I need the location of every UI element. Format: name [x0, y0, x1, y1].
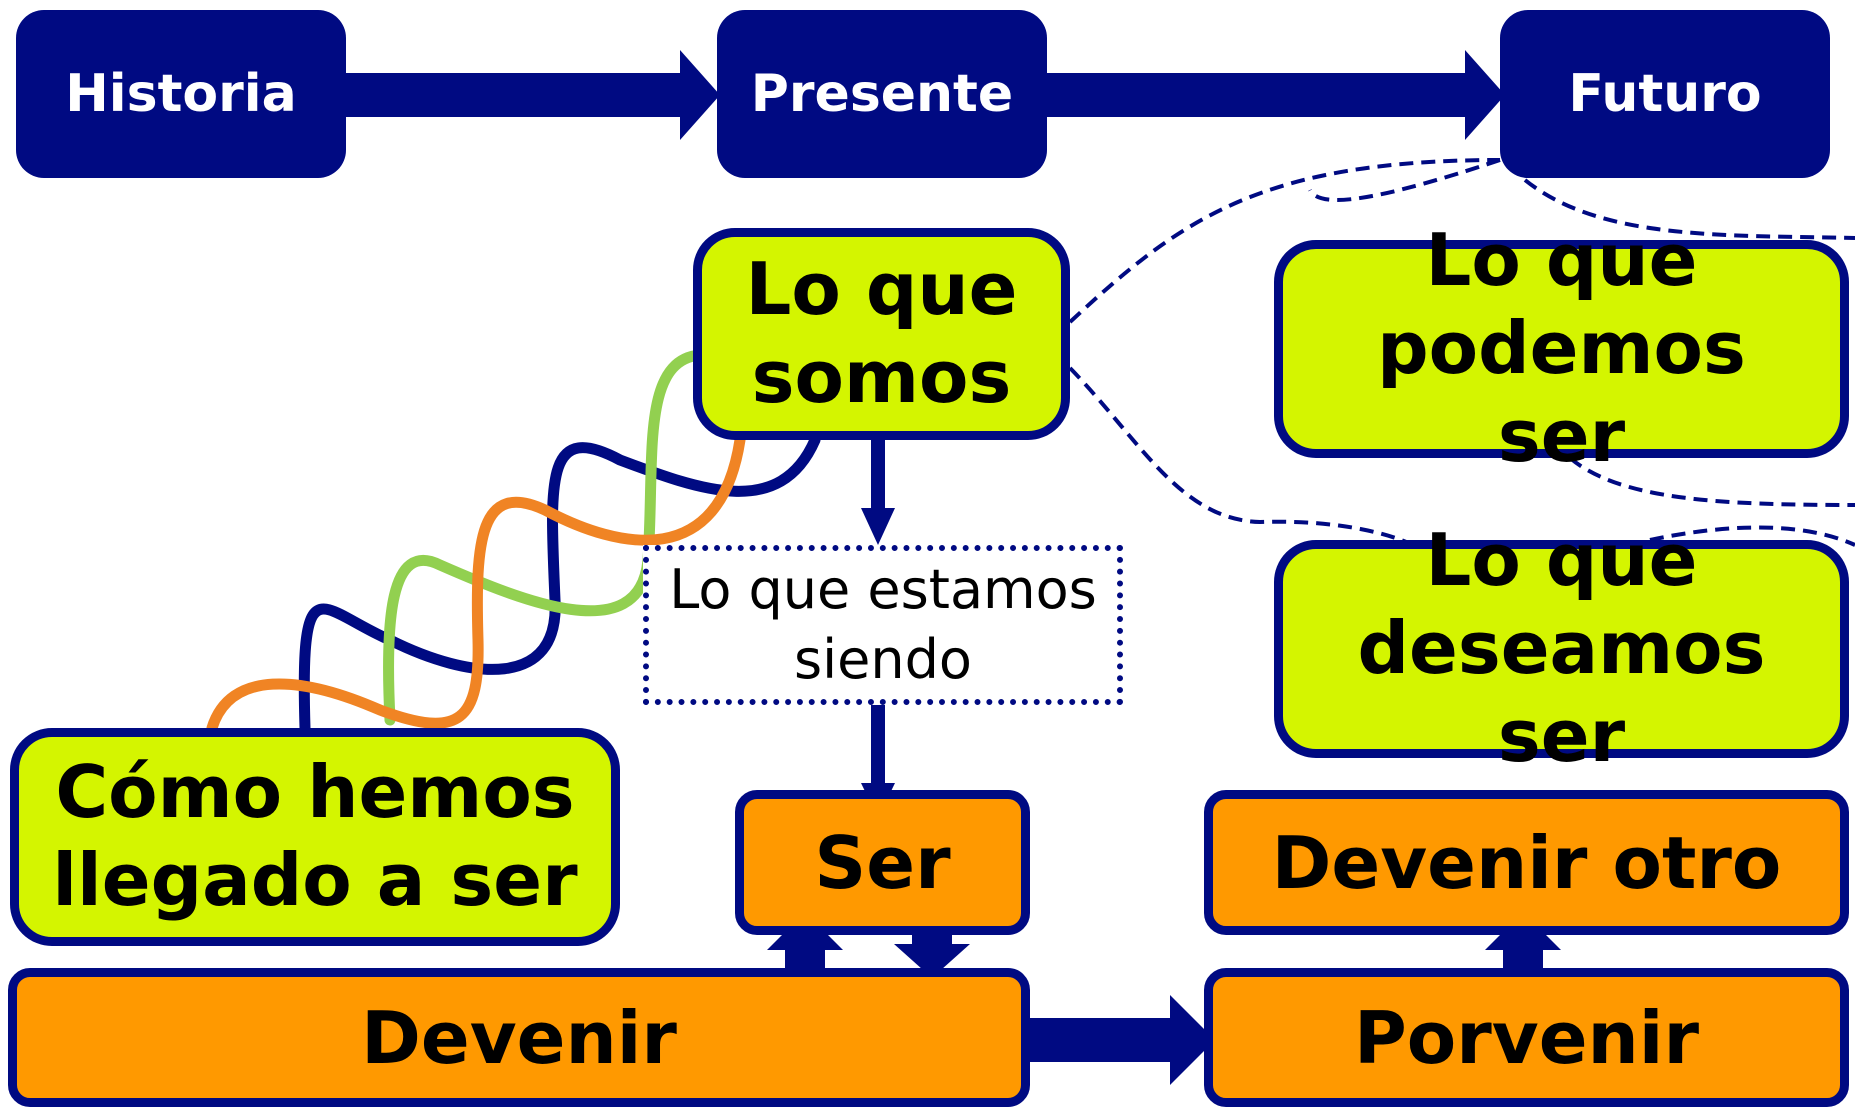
node-ser-label: Ser — [814, 820, 951, 905]
arrow-siendo-to-ser-shaft — [871, 705, 885, 785]
node-porvenir: Porvenir — [1204, 968, 1849, 1107]
node-lo-que-somos: Lo que somos — [693, 228, 1070, 440]
helix-strand-green — [382, 349, 706, 726]
arrow-somos-to-siendo-shaft — [871, 440, 885, 510]
dashed-futuro-branch — [1308, 158, 1501, 202]
timeline-presente-label: Presente — [750, 64, 1014, 124]
arrow-historia-to-presente — [345, 50, 720, 140]
node-como-hemos-llegado-a-ser: Cómo hemos llegado a ser — [10, 728, 620, 946]
dashed-somos-to-deseamos — [1068, 366, 1421, 550]
node-lo-que-podemos-ser-label: Lo que podemos ser — [1377, 218, 1746, 478]
node-lo-que-estamos-siendo: Lo que estamos siendo — [643, 545, 1123, 705]
arrow-presente-to-futuro — [1045, 50, 1505, 140]
dashed-deseamos-right — [1649, 525, 1855, 547]
arrow-devenir-to-ser — [767, 912, 843, 982]
helix-strand-orange — [206, 434, 746, 734]
node-lo-que-somos-label: Lo que somos — [745, 247, 1018, 419]
timeline-historia: Historia — [16, 10, 346, 178]
arrow-porvenir-to-devenir-otro — [1485, 912, 1561, 982]
node-como-hemos-llegado-a-ser-label: Cómo hemos llegado a ser — [52, 750, 578, 922]
timeline-presente: Presente — [717, 10, 1047, 178]
node-lo-que-deseamos-ser-label: Lo que deseamos ser — [1357, 518, 1766, 778]
dashed-somos-to-podemos — [1068, 158, 1501, 324]
arrow-devenir-to-porvenir — [1020, 995, 1215, 1085]
node-porvenir-label: Porvenir — [1354, 995, 1699, 1080]
node-devenir-label: Devenir — [361, 995, 677, 1080]
timeline-futuro: Futuro — [1500, 10, 1830, 178]
dashed-futuro-right — [1523, 178, 1855, 240]
helix-strand-navy — [298, 434, 821, 734]
node-devenir-otro: Devenir otro — [1204, 790, 1849, 935]
timeline-futuro-label: Futuro — [1568, 64, 1762, 124]
node-lo-que-deseamos-ser: Lo que deseamos ser — [1274, 518, 1849, 778]
dashed-podemos-right — [1568, 456, 1855, 507]
node-devenir: Devenir — [8, 968, 1030, 1107]
arrow-somos-to-siendo-head — [861, 508, 895, 545]
node-lo-que-podemos-ser: Lo que podemos ser — [1274, 218, 1849, 478]
node-devenir-otro-label: Devenir otro — [1271, 820, 1782, 905]
timeline-historia-label: Historia — [65, 64, 297, 124]
node-lo-que-estamos-siendo-label: Lo que estamos siendo — [669, 557, 1097, 691]
node-ser: Ser — [735, 790, 1030, 935]
